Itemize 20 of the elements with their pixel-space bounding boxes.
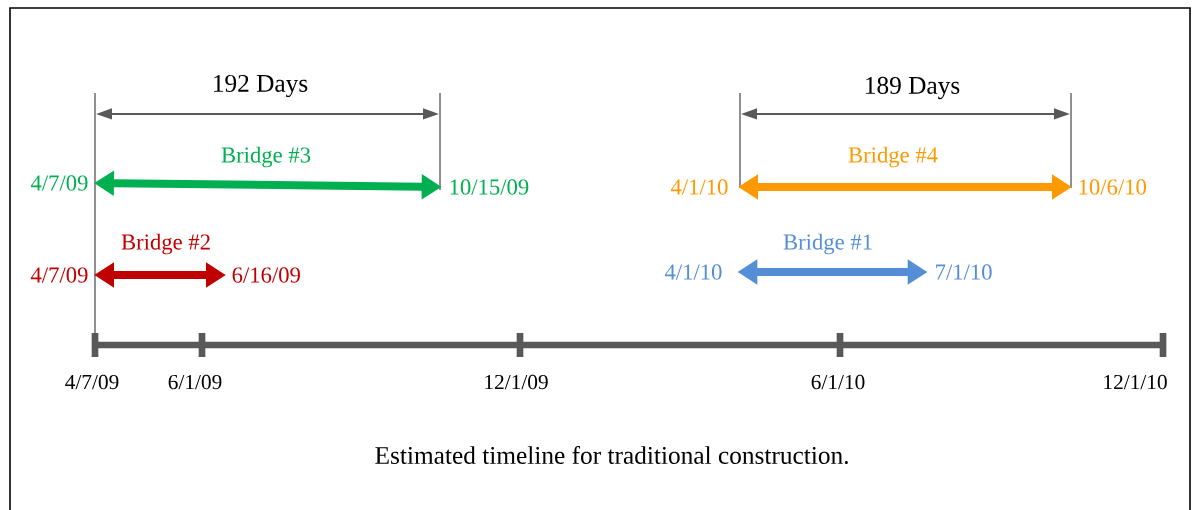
axis-label: 12/1/10 <box>1104 374 1167 390</box>
date-label: 4/1/10 <box>664 264 722 280</box>
dimension-label: 192 Days <box>214 74 308 98</box>
date-label: 10/15/09 <box>450 179 529 195</box>
caption: Estimated timeline for traditional construction. <box>375 445 848 465</box>
edge-label: Bridge #3 <box>221 146 311 168</box>
date-label: 6/16/09 <box>232 267 300 283</box>
dimension-label: 189 Days <box>866 76 960 100</box>
edge-label: Bridge #1 <box>783 233 872 255</box>
date-label: 7/1/10 <box>936 264 992 280</box>
date-label: 4/1/10 <box>670 179 728 195</box>
axis-label: 6/1/10 <box>811 374 865 390</box>
axis-label: 6/1/09 <box>168 374 222 390</box>
axis-label: 12/1/09 <box>485 374 548 390</box>
edge-label: Bridge #4 <box>848 146 938 168</box>
axis-label: 4/7/09 <box>65 374 119 390</box>
date-label: 4/7/09 <box>30 175 88 191</box>
date-label: 10/6/10 <box>1079 179 1147 195</box>
date-label: 4/7/09 <box>30 267 88 283</box>
edge-label: Bridge #2 <box>121 233 210 255</box>
